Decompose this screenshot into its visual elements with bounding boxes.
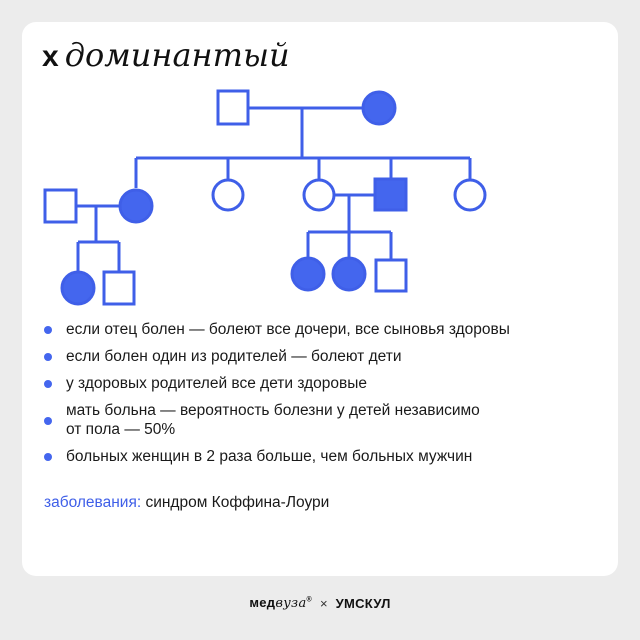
husband-healthy-square [43,188,78,224]
rule-item: больных женщин в 2 раза больше, чем боль… [44,447,604,466]
footer-brands: медвуза® × УМСКУЛ [0,591,640,615]
grandchild-healthy-square-right [374,258,408,293]
diseases-line: заболевания: синдром Коффина-Лоури [44,494,329,512]
page-title: х доминантый [42,36,290,76]
grandchild-affected-circle-right-2 [331,256,367,292]
bullet-dot-icon [44,353,52,361]
title-text: доминантый [64,36,290,74]
title-prefix: х [42,40,59,73]
bullet-dot-icon [44,326,52,334]
son-affected-square [373,177,408,212]
daughter-healthy-circle-1 [211,178,245,212]
rule-item: у здоровых родителей все дети здоровые [44,374,604,393]
brand-umskul-logo: УМСКУЛ [335,595,391,611]
grandmother-affected-circle [361,90,397,126]
daughter-healthy-circle-2 [302,178,336,212]
bullet-dot-icon [44,453,52,461]
grandfather-healthy-square [216,89,250,126]
grandchild-affected-circle-right-1 [290,256,326,292]
bullet-dot-icon [44,380,52,388]
diseases-label: заболевания: [44,494,142,511]
grandchild-affected-circle-left [60,270,96,306]
rule-item: если болен один из родителей — болеют де… [44,347,604,366]
daughter-healthy-circle-3 [453,178,487,212]
brand-medvuza-logo: медвуза® [249,595,312,611]
grandchild-healthy-square-left [102,270,136,306]
rule-item: если отец болен — болеют все дочери, все… [44,320,604,339]
rule-item: мать больна — вероятность болезни у дете… [44,401,604,439]
cross-icon: × [319,595,328,611]
diseases-value: синдром Коффина-Лоури [141,494,330,511]
rules-list: если отец болен — болеют все дочери, все… [44,320,604,474]
bullet-dot-icon [44,417,52,425]
daughter-affected-circle [118,188,154,224]
